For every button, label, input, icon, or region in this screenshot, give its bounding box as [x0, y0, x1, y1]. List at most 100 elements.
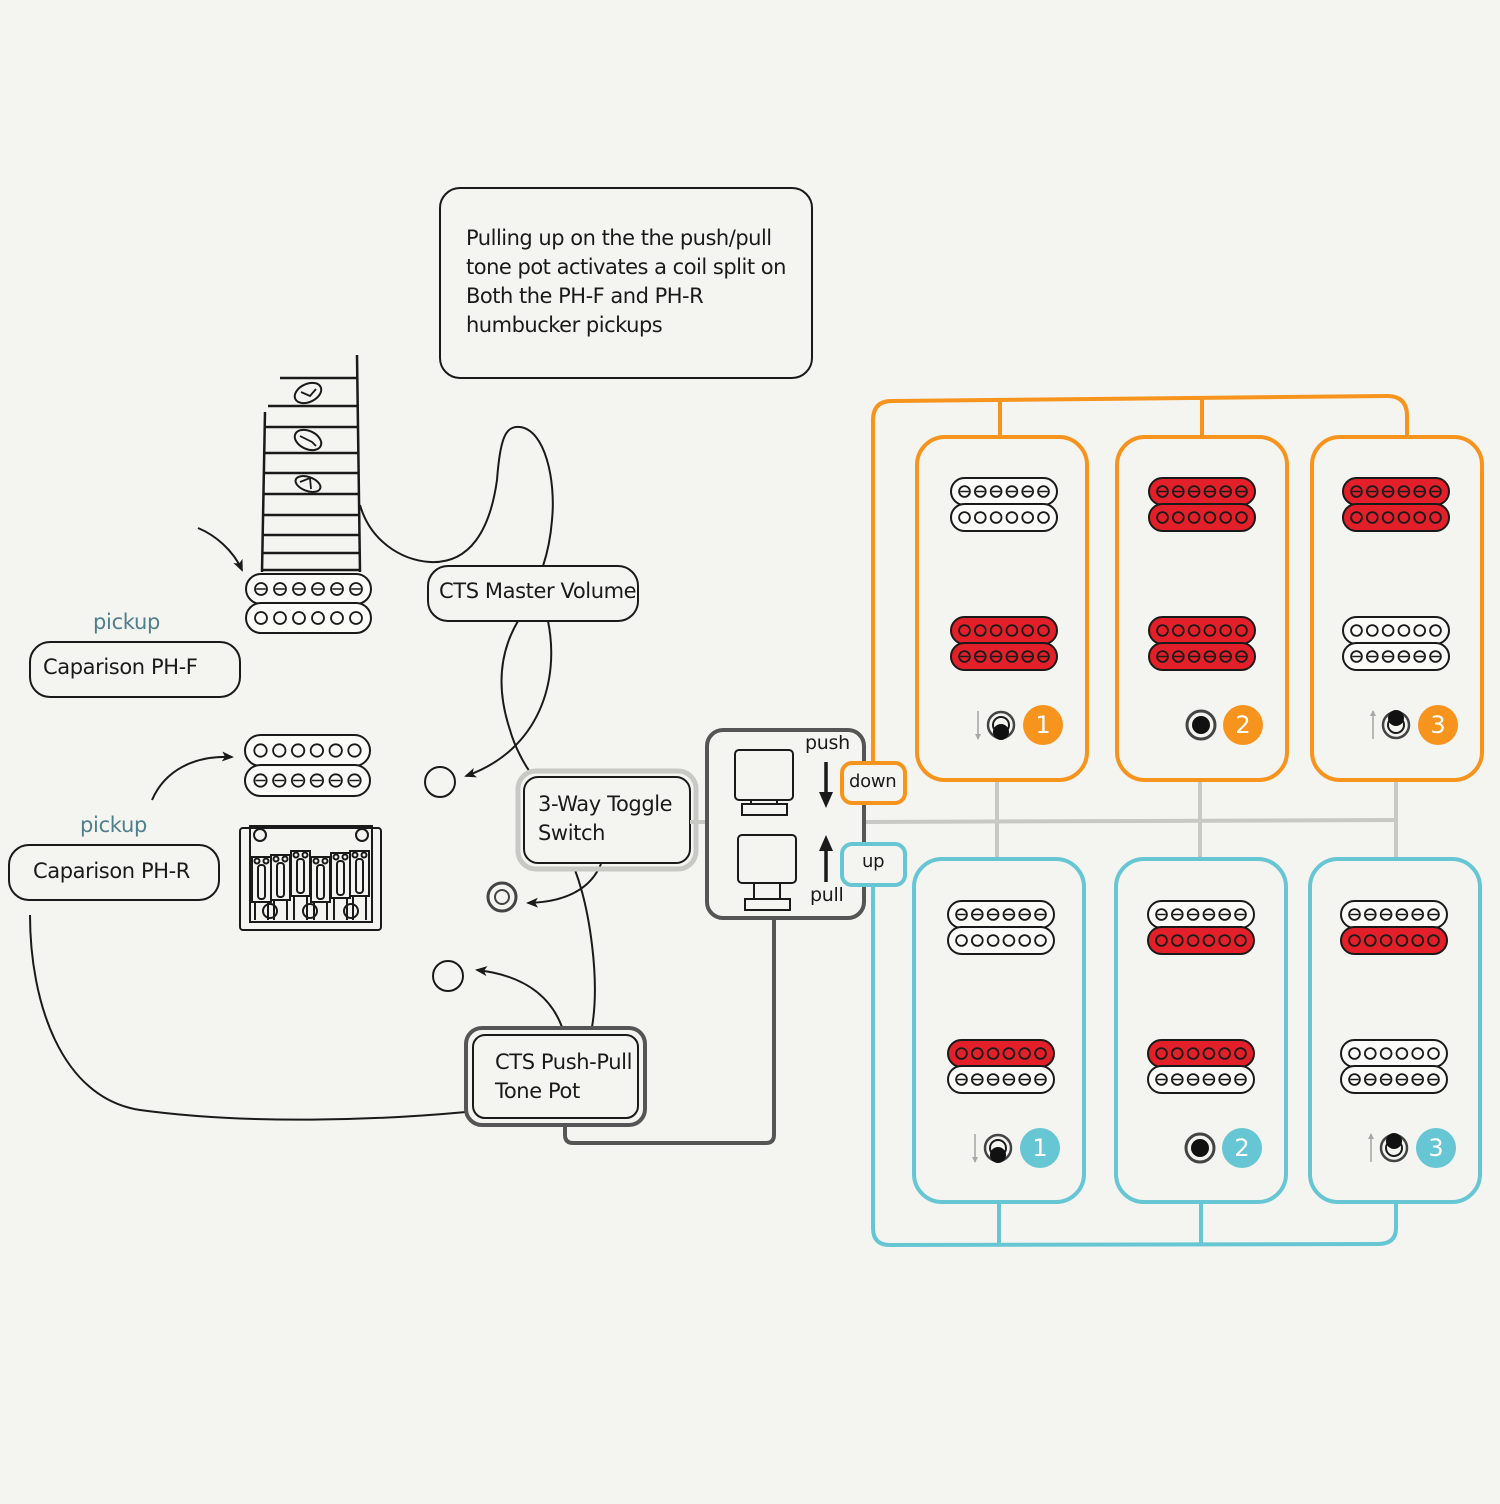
volume-knob[interactable]: [424, 766, 456, 798]
pickup-coil: [950, 642, 1058, 671]
position-number-badge: [1023, 705, 1063, 745]
bridge-saddle: [270, 854, 291, 920]
output-cable: [29, 914, 467, 1121]
position-number-badge: [1020, 1128, 1060, 1168]
pickup-coil: [1148, 642, 1256, 671]
pickup-coil: [1340, 926, 1448, 955]
note-text: Pulling up on the the push/pull tone pot…: [466, 224, 806, 340]
note-line: Both the PH-F and PH-R: [466, 284, 704, 308]
bridge-screw: [343, 903, 359, 919]
body-outline: [359, 425, 554, 567]
toggle-up-icon: [1370, 710, 1411, 740]
note-box: [439, 187, 813, 379]
pickup-coil: [1340, 1039, 1448, 1068]
bridge-pickup: [1340, 1039, 1448, 1094]
pickup-coil: [244, 764, 371, 797]
tone-knob[interactable]: [432, 960, 464, 992]
knob-pulled-icon: [737, 834, 797, 911]
neck-pickup: [947, 900, 1055, 955]
pickup-coil: [244, 734, 371, 767]
pickup-coil: [1148, 477, 1256, 506]
toggle-switch-inner: [494, 889, 510, 905]
position-connectors: [863, 780, 1398, 860]
pickup-coil: [1342, 477, 1450, 506]
pickup-coil: [947, 926, 1055, 955]
note-line: tone pot activates a coil split on: [466, 255, 786, 279]
rear-pickup-tag: pickup: [80, 813, 148, 837]
position-number-badge: [1222, 1128, 1262, 1168]
position-panel-up-2: 2: [1114, 857, 1288, 1204]
tone-to-pushpull-line: [563, 918, 776, 1145]
pickup-coil: [950, 477, 1058, 506]
tone-arrow-cable: [475, 966, 563, 1028]
neck-pickup: [1147, 900, 1255, 955]
push-down-arrow-icon: [819, 762, 833, 808]
panel-frame: [1115, 435, 1289, 782]
position-number: 3: [1428, 1134, 1443, 1162]
pickup-coil: [245, 573, 372, 605]
bridge-saddle: [330, 852, 351, 920]
position-number: 3: [1430, 711, 1445, 739]
toggle-down-icon: [972, 1133, 1013, 1163]
toggle-name-line: Switch: [538, 821, 606, 845]
toggle-name: 3-Way Toggle Switch: [538, 790, 673, 848]
position-number-badge: [1418, 705, 1458, 745]
rear-humbucker: [244, 734, 371, 797]
neck-pickup: [1342, 477, 1450, 532]
pickup-coil: [1340, 900, 1448, 929]
front-pickup-name: Caparison PH-F: [43, 655, 198, 679]
pickup-coil: [947, 1065, 1055, 1094]
pickup-coil: [947, 1039, 1055, 1068]
pickup-coil: [1340, 1065, 1448, 1094]
bridge-pickup: [1148, 616, 1256, 671]
push-label: push: [805, 732, 850, 754]
pickup-coil: [1342, 616, 1450, 645]
volume-name: CTS Master Volume: [439, 579, 637, 603]
push-pull-frame: [705, 728, 866, 920]
pull-label: pull: [810, 884, 844, 906]
bridge-saddle: [251, 856, 272, 920]
position-panel-down-1: 1: [915, 435, 1089, 782]
pickup-coil: [1147, 900, 1255, 929]
front-pickup-arrow: [197, 527, 243, 572]
toggle-middle-icon: [1184, 1132, 1216, 1164]
note-line: Pulling up on the the push/pull: [466, 226, 772, 250]
bridge-saddle: [290, 850, 311, 920]
panel-frame: [915, 435, 1089, 782]
position-number-badge: [1416, 1128, 1456, 1168]
volume-name-box: [427, 565, 639, 622]
volume-arrow-cable: [464, 620, 553, 778]
position-panel-up-3: 3: [1308, 857, 1482, 1204]
position-number: 1: [1032, 1134, 1047, 1162]
up-bracket: [871, 885, 1398, 1248]
pickup-coil: [245, 602, 372, 634]
bridge-pickup: [947, 1039, 1055, 1094]
pickup-coil: [1147, 1039, 1255, 1068]
neck-pickup: [1148, 477, 1256, 532]
toggle-name-line: 3-Way Toggle: [538, 792, 673, 816]
pull-up-arrow-icon: [819, 835, 833, 882]
pickup-coil: [1342, 503, 1450, 532]
front-pickup-tag: pickup: [93, 610, 161, 634]
bridge-pickup: [1147, 1039, 1255, 1094]
pickup-coil: [1148, 616, 1256, 645]
position-panel-up-1: 1: [912, 857, 1086, 1204]
rear-pickup-arrow: [151, 751, 234, 801]
panel-frame: [912, 857, 1086, 1204]
down-bracket: [871, 393, 1409, 764]
down-label: down: [849, 771, 897, 792]
rear-pickup-name: Caparison PH-R: [33, 859, 190, 883]
toggle-switch-knob[interactable]: [486, 881, 518, 913]
front-humbucker-pickup: [245, 573, 372, 634]
tone-name-line: Tone Pot: [495, 1079, 580, 1103]
pickup-coil: [950, 616, 1058, 645]
guitar-neck: [260, 354, 362, 573]
pickup-coil: [1147, 1065, 1255, 1094]
up-label: up: [862, 851, 885, 872]
pickup-coil: [1147, 926, 1255, 955]
neck-pickup: [950, 477, 1058, 532]
neck-pickup: [1340, 900, 1448, 955]
rear-humbucker-pickup: [244, 734, 371, 797]
pickup-coil: [947, 900, 1055, 929]
